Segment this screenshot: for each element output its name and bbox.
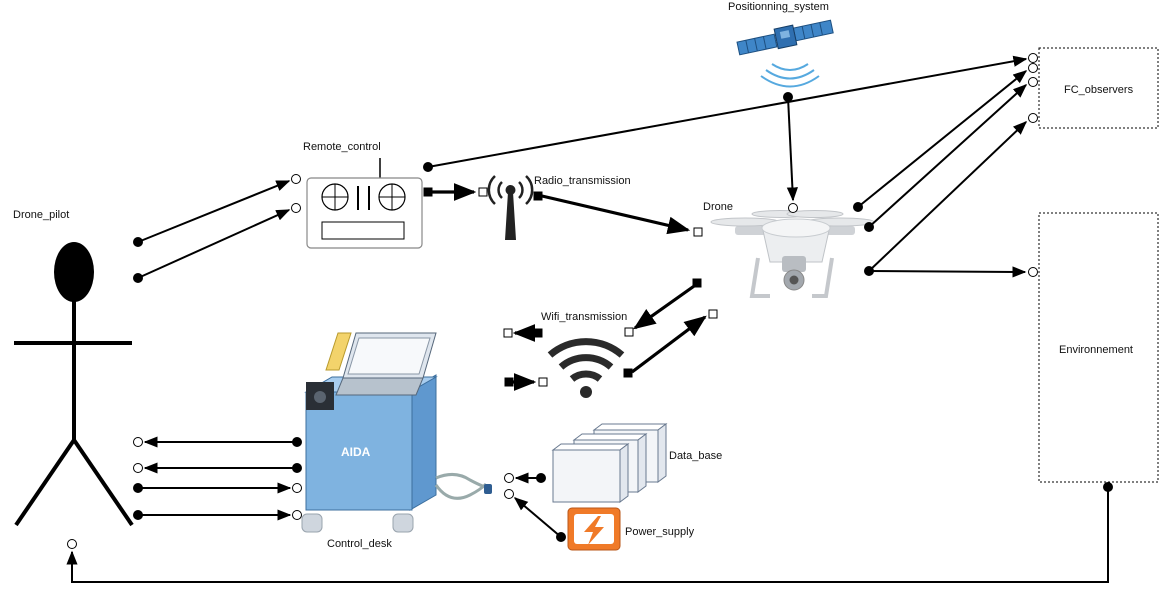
fc-observers-label: FC_observers [1064,84,1134,96]
power-supply-icon[interactable] [567,507,621,551]
control-desk-brand: AIDA [341,445,371,459]
drone-pilot-label: Drone_pilot [13,209,69,221]
satellite-icon[interactable] [736,17,834,88]
link-radio-to-drone [533,191,703,237]
link-remote-to-radio [423,183,488,201]
link-environnement-to-pilot [66,482,1113,583]
environnement-label: Environnement [1059,344,1133,356]
wifi-icon[interactable] [547,338,625,398]
wifi-transmission-label: Wifi_transmission [541,311,627,323]
power-supply-label: Power_supply [625,526,695,538]
control-desk-image[interactable] [301,332,492,533]
pilot-head [54,242,94,302]
link-drone-to-wifi [624,278,702,337]
link-pilot-to-desk-2 [133,509,302,521]
link-wifi-out-left [503,324,543,342]
environnement-box[interactable] [1038,212,1159,483]
data-base-label: Data_base [669,450,722,462]
link-satellite-to-drone [783,92,798,213]
drone-image[interactable] [710,210,875,298]
link-drone-to-environnement [868,266,1038,278]
control-desk-label: Control_desk [327,538,392,550]
drone-label: Drone [703,201,733,213]
remote-control-label: Remote_control [303,141,381,153]
positionning-system-label: Positionning_system [728,1,829,13]
link-pilot-to-remote-1 [133,174,301,247]
link-wifi-in-left [504,373,548,391]
link-drone-to-fc-observers-3 [864,113,1038,276]
radio-antenna-icon[interactable] [487,175,534,240]
drone-pilot-figure[interactable] [14,242,134,527]
link-pilot-to-remote-2 [133,203,301,283]
link-database-to-desk [504,472,546,484]
link-desk-to-pilot-1 [133,436,302,448]
link-pilot-to-desk-1 [133,482,302,494]
database-stack-icon[interactable] [551,423,668,503]
link-drone-to-fc-observers-2 [864,77,1038,232]
link-remote-to-fc-observers [423,53,1038,172]
link-drone-to-fc-observers-1 [853,63,1038,212]
fc-observers-box[interactable] [1038,47,1159,129]
link-desk-to-pilot-2 [133,462,302,474]
radio-transmission-label: Radio_transmission [534,175,631,187]
link-power-to-desk [504,489,566,542]
remote-control-device[interactable] [306,158,423,249]
link-wifi-to-drone [623,309,718,378]
